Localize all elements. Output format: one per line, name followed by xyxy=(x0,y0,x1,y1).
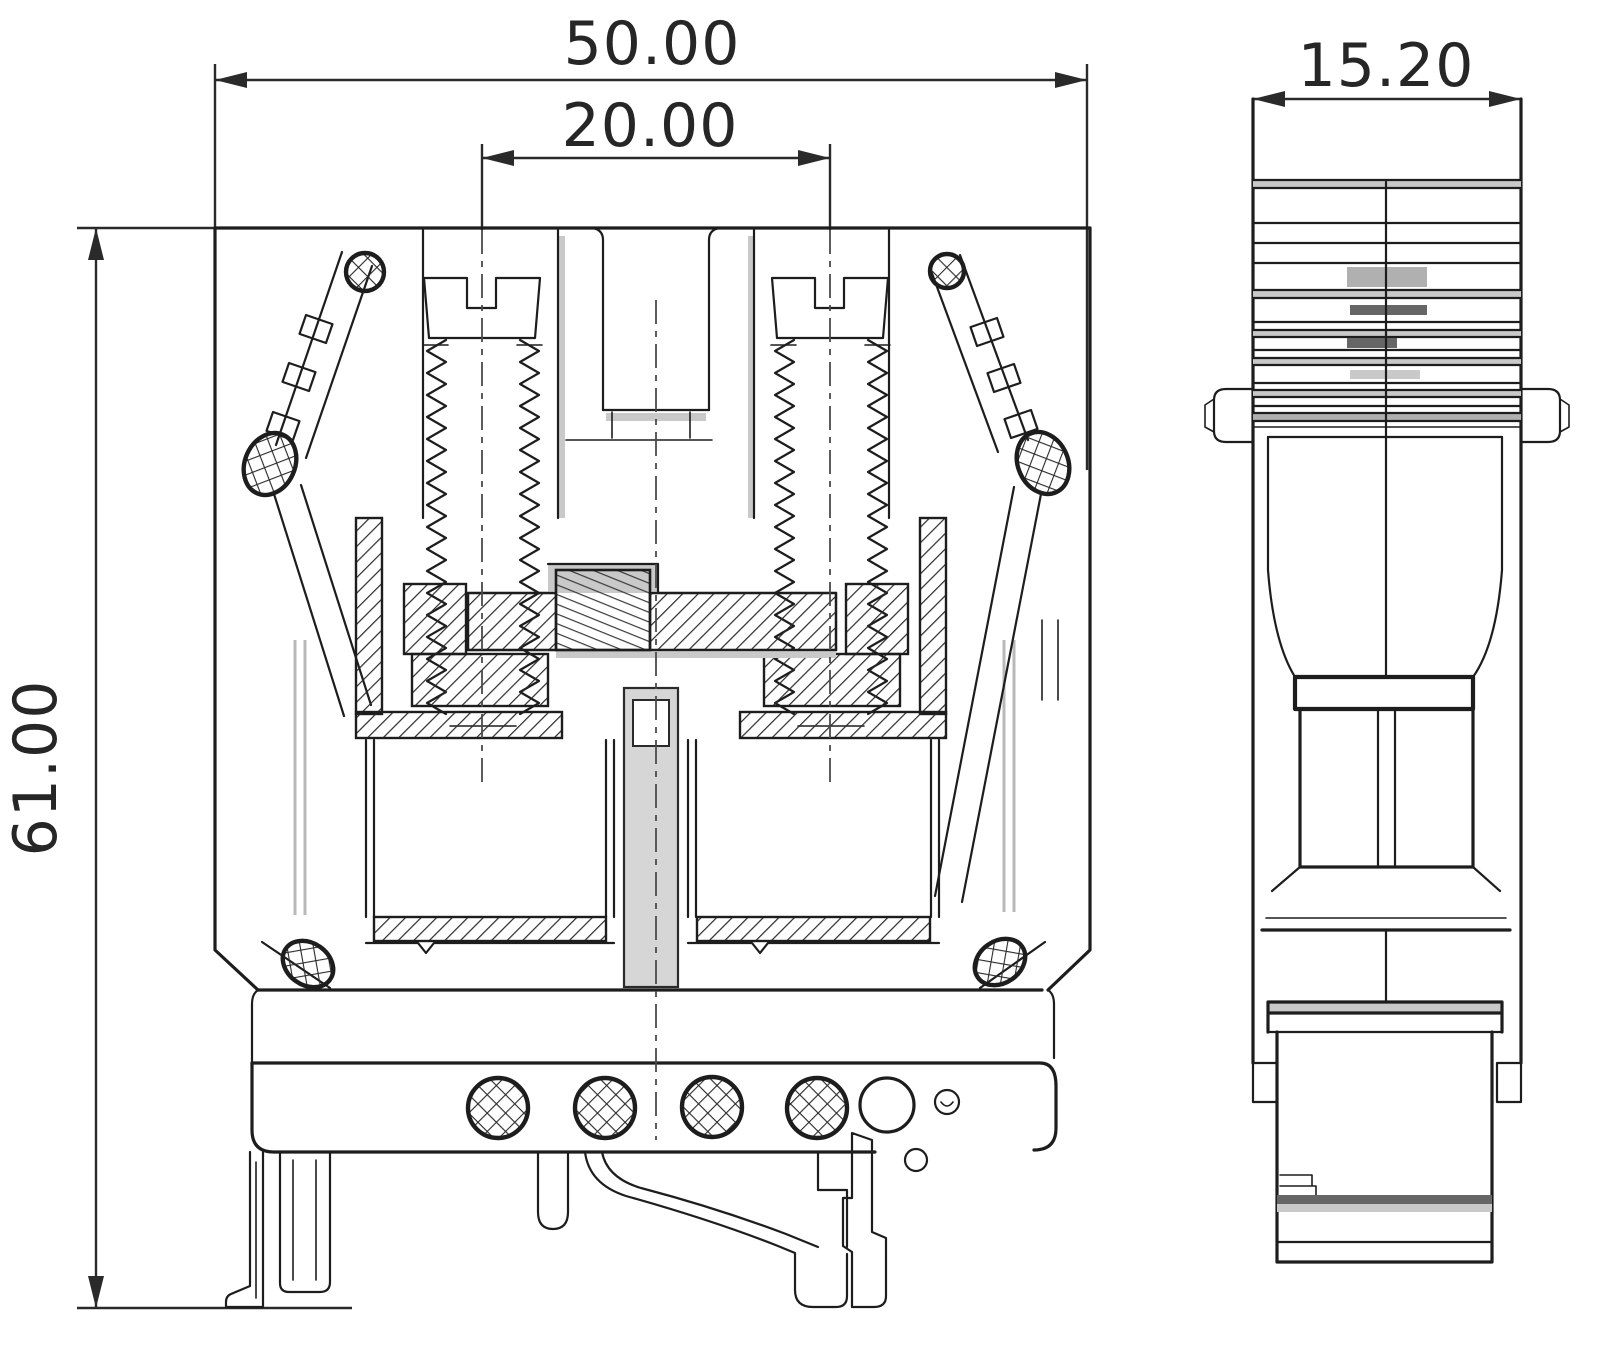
side-housing xyxy=(1251,97,1523,1104)
screw-marker-top-right xyxy=(927,251,967,291)
lamination-tab xyxy=(1350,305,1427,315)
foot-hole-1 xyxy=(465,1075,531,1141)
din-rail-hook xyxy=(536,1131,888,1309)
foot-hole-lower xyxy=(903,1147,929,1173)
dimension-label-screw-spacing: 20.00 xyxy=(562,91,739,161)
front-section-view xyxy=(213,226,1092,1309)
side-latch-right xyxy=(1519,387,1570,444)
busbar xyxy=(466,562,838,658)
side-clamp-body xyxy=(1252,426,1522,1004)
foot-hole-small xyxy=(933,1088,961,1116)
side-foot-block xyxy=(1266,1000,1504,1264)
center-divider xyxy=(622,686,680,989)
dimension-label-depth: 15.20 xyxy=(1298,31,1475,101)
rail-groove-dark-band xyxy=(1277,1195,1492,1204)
wire-chamber-right xyxy=(686,738,941,955)
dimension-total-width: 50.00 xyxy=(213,9,1089,470)
screw-marker-top-left xyxy=(343,250,387,294)
base-hinges xyxy=(260,936,1047,990)
hinge-marker-left xyxy=(241,430,299,498)
foot-hole-3 xyxy=(679,1074,745,1140)
side-latch-left xyxy=(1204,387,1255,444)
clamp-yoke-right xyxy=(738,516,948,740)
wire-chamber-left xyxy=(364,738,616,955)
din-clip-left xyxy=(224,1150,332,1309)
side-view xyxy=(1204,97,1570,1264)
housing-outline xyxy=(213,226,1092,1154)
foot-hole-4 xyxy=(784,1075,850,1141)
hinge-marker-right xyxy=(1014,429,1072,497)
dimension-label-total-height: 61.00 xyxy=(1,680,71,857)
foot-hole-2 xyxy=(572,1075,638,1141)
clamped-wire-coil xyxy=(554,568,652,652)
side-laminations xyxy=(1251,178,1523,679)
clamp-yoke-left xyxy=(354,516,564,740)
side-clamp-window xyxy=(1292,674,1476,712)
lamination-tab xyxy=(1347,338,1397,348)
foot-hole-plain xyxy=(858,1076,916,1134)
screw-cavities xyxy=(421,226,891,520)
wire-guard-flap-right xyxy=(927,251,1072,904)
dimension-depth: 15.20 xyxy=(1253,31,1521,107)
centerlines xyxy=(481,230,831,1140)
dimension-label-total-width: 50.00 xyxy=(564,9,741,79)
dimension-total-height: 61.00 xyxy=(1,226,352,1310)
mounting-foot xyxy=(465,1074,961,1173)
dimension-screw-spacing: 20.00 xyxy=(480,91,832,230)
